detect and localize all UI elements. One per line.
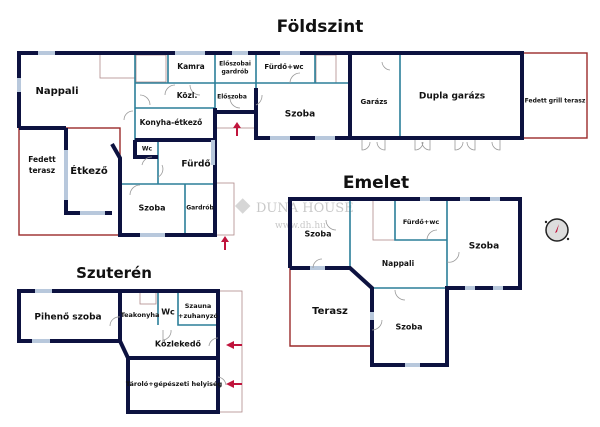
room-label: +zuhanyzó	[178, 312, 219, 320]
ground-floor-plan: Nappali Fedett terasz Étkező Kamra Elősz…	[17, 51, 588, 250]
brand-logo-icon	[234, 198, 251, 214]
basement-title: Szuterén	[76, 264, 152, 282]
room-label: Közl.	[177, 91, 198, 100]
room-label: Teakonyha	[121, 311, 160, 319]
ground-floor-title: Földszint	[277, 17, 364, 37]
watermark-brand: DUNA HOUSE	[256, 201, 354, 216]
upper-floor-plan: Szoba Nappali Fürdő+wc Szoba Terasz Szob…	[288, 197, 570, 367]
room-label: Pihenő szoba	[34, 313, 101, 323]
watermark-url: www.dh.hu	[275, 221, 326, 231]
grill-terrace-outline	[521, 52, 588, 139]
doors	[123, 61, 501, 196]
room-label: terasz	[29, 166, 55, 175]
stairs	[139, 291, 157, 305]
entrance-arrow-icon	[226, 341, 242, 349]
room-label: Kamra	[177, 62, 204, 71]
room-label: Nappali	[382, 259, 414, 268]
entrance-arrow-icon	[221, 236, 229, 250]
room-label: Szoba	[395, 323, 422, 332]
compass-icon	[544, 218, 570, 242]
stairs	[372, 199, 396, 241]
watermark: DUNA HOUSE www.dh.hu	[234, 198, 354, 231]
basement-plan: Pihenő szoba Teakonyha Wc Szauna +zuhany…	[17, 289, 243, 414]
room-label: Fürdő+wc	[264, 62, 303, 71]
room-label: Wc	[161, 308, 175, 317]
room-label: Nappali	[35, 86, 78, 97]
room-label: Gardrób	[186, 205, 214, 212]
room-label: Wc	[142, 146, 153, 153]
room-label: Szoba	[138, 204, 165, 213]
room-label: Közlekedő	[155, 340, 202, 349]
upper-floor-title: Emelet	[343, 173, 409, 193]
room-label: Terasz	[312, 306, 348, 317]
room-label: Szoba	[304, 230, 331, 239]
room-label: Fürdő+wc	[403, 217, 440, 226]
room-label: Szoba	[285, 110, 315, 120]
room-label: Étkező	[70, 164, 108, 177]
room-label: Előszoba	[217, 94, 247, 101]
room-label: gardrób	[222, 69, 250, 76]
room-label: Fürdő	[181, 160, 210, 170]
covered-terrace-outline	[18, 127, 121, 236]
room-label: Garázs	[361, 98, 388, 106]
room-label: Szoba	[469, 242, 499, 252]
room-label: Fedett grill terasz	[525, 98, 586, 105]
room-label: Konyha-étkező	[140, 118, 203, 127]
room-label: Dupla garázs	[419, 92, 485, 102]
entrance-arrow-icon	[226, 380, 242, 388]
room-label: Szauna	[185, 302, 212, 310]
terrace-outline	[289, 268, 372, 347]
stairs	[217, 290, 243, 413]
room-label: Előszobai	[219, 61, 251, 68]
room-label: Fedett	[28, 155, 56, 164]
room-label: Tároló+gépészeti helyiség	[126, 380, 223, 388]
entrance-arrow-icon	[233, 122, 241, 136]
